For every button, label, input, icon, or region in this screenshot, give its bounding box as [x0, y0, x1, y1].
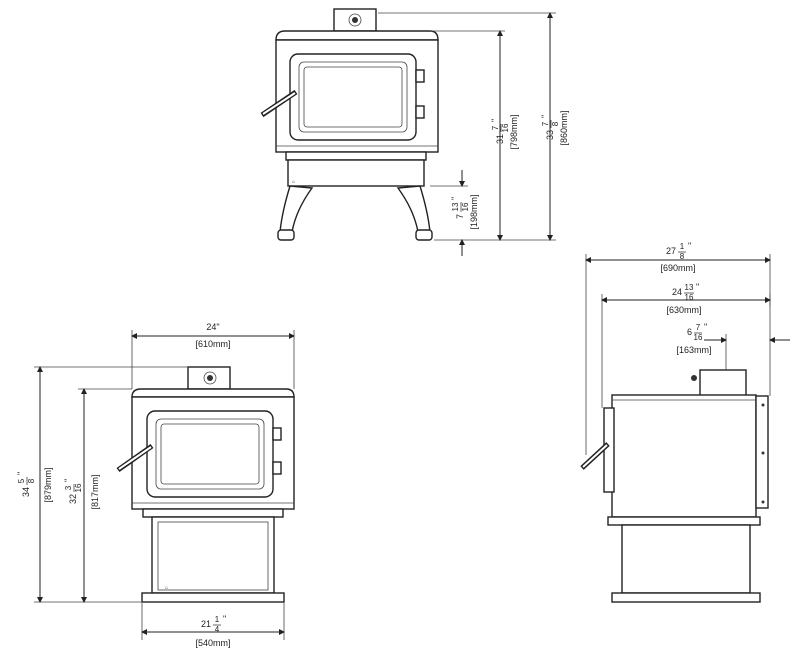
svg-text:": ": [704, 322, 707, 332]
front-height-overall-label: 34 5 8 " [879mm]: [16, 467, 53, 502]
svg-text:27: 27: [666, 246, 676, 256]
svg-text:34: 34: [21, 487, 31, 497]
svg-text:[798mm]: [798mm]: [509, 114, 519, 149]
svg-text:7: 7: [541, 121, 550, 126]
svg-text:31: 31: [495, 134, 505, 144]
svg-text:": ": [223, 614, 226, 624]
side-flue-offset-label: 6 7 16 " [163mm]: [676, 322, 711, 355]
svg-text:[879mm]: [879mm]: [43, 467, 53, 502]
svg-text:[198mm]: [198mm]: [469, 194, 479, 229]
svg-text:1: 1: [680, 242, 685, 251]
front-width-base-label: 21 1 4 " [540mm]: [195, 614, 230, 648]
svg-text:33: 33: [545, 130, 555, 140]
side-depth-overall-label: 27 1 8 " [690mm]: [660, 241, 695, 273]
svg-text:": ": [490, 119, 500, 122]
svg-text:8: 8: [680, 252, 685, 261]
svg-text:24": 24": [206, 322, 219, 332]
svg-text:13: 13: [685, 283, 694, 292]
svg-text:⌂: ⌂: [165, 585, 168, 591]
svg-text:": ": [540, 115, 550, 118]
svg-text:[163mm]: [163mm]: [676, 345, 711, 355]
svg-text:[540mm]: [540mm]: [195, 638, 230, 648]
front-height-top-label: 32 3 16 " [817mm]: [63, 474, 100, 509]
side-view-dimensions: [585, 254, 790, 455]
svg-text:13: 13: [451, 202, 460, 211]
svg-text:⌂: ⌂: [292, 179, 295, 185]
svg-text:": ": [688, 241, 691, 251]
svg-text:1: 1: [215, 615, 220, 624]
svg-text:16: 16: [685, 293, 694, 302]
svg-text:24: 24: [672, 287, 682, 297]
top-height-door-label: 31 7 16 " [798mm]: [490, 114, 519, 149]
svg-text:16: 16: [74, 483, 83, 492]
svg-text:7: 7: [491, 125, 500, 130]
svg-text:4: 4: [215, 625, 220, 634]
svg-text:16: 16: [461, 202, 470, 211]
top-view-stove: ⌂: [260, 8, 439, 241]
front-view-stove: ⌂: [116, 366, 295, 603]
svg-text:": ": [450, 197, 460, 200]
top-height-leg-label: 7 13 16 " [198mm]: [450, 194, 479, 229]
svg-text:": ": [696, 282, 699, 292]
svg-text:": ": [16, 472, 26, 475]
svg-text:8: 8: [551, 121, 560, 126]
svg-text:21: 21: [201, 619, 211, 629]
svg-text:6: 6: [687, 327, 692, 337]
front-width-top-label: 24" [610mm]: [195, 322, 230, 349]
svg-text:8: 8: [27, 478, 36, 483]
svg-text:7: 7: [696, 323, 701, 332]
svg-text:5: 5: [17, 478, 26, 483]
svg-text:[860mm]: [860mm]: [559, 110, 569, 145]
svg-text:16: 16: [501, 123, 510, 132]
front-view-dimensions: [34, 330, 295, 640]
svg-text:[630mm]: [630mm]: [666, 305, 701, 315]
top-view-dimensions: [378, 12, 556, 256]
side-view-stove: [580, 369, 769, 603]
svg-text:7: 7: [455, 214, 465, 219]
svg-text:[690mm]: [690mm]: [660, 263, 695, 273]
svg-text:[817mm]: [817mm]: [90, 474, 100, 509]
svg-text:": ": [63, 479, 73, 482]
side-depth-body-label: 24 13 16 " [630mm]: [666, 282, 701, 315]
top-height-overall-label: 33 7 8 " [860mm]: [540, 110, 569, 145]
svg-text:32: 32: [68, 494, 78, 504]
svg-text:[610mm]: [610mm]: [195, 339, 230, 349]
svg-text:3: 3: [64, 485, 73, 490]
svg-text:16: 16: [694, 333, 703, 342]
